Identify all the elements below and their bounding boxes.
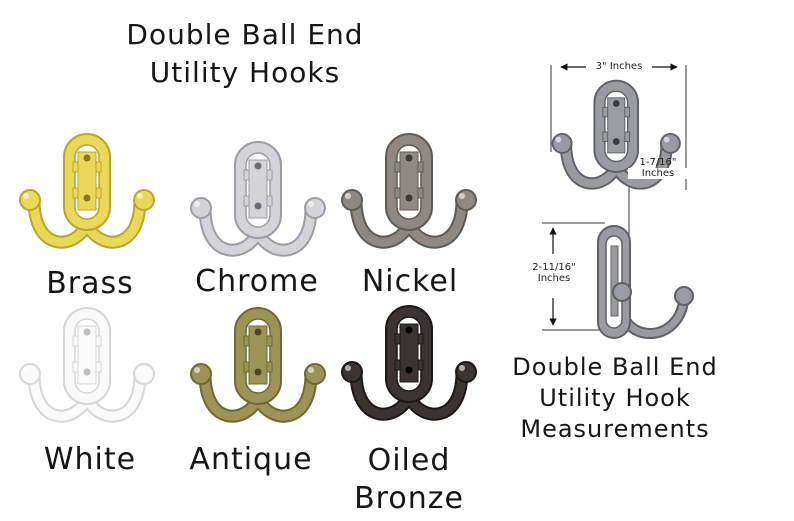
label-oiled-bronze: Oiled Bronze (319, 442, 499, 518)
label-antique: Antique (189, 442, 313, 477)
projection-value: 1-7/16" (639, 157, 677, 168)
ball-highlight (194, 201, 200, 207)
hook-plate-center (77, 151, 97, 211)
screw-hole (405, 326, 413, 334)
hook-drawing (341, 133, 477, 249)
height-dimension: 2-11/16" Inches (518, 262, 590, 284)
hook-plate-center (399, 151, 419, 211)
ball-highlight (459, 365, 465, 371)
label-bronze: Bronze (354, 481, 464, 516)
screw-hole (405, 194, 413, 202)
ball-highlight (23, 367, 29, 373)
antique-hook-image (183, 302, 333, 452)
label-nickel: Nickel (361, 264, 459, 299)
screw-hole (254, 162, 262, 170)
side-ball-far (674, 286, 694, 306)
screw-hole (254, 328, 262, 336)
ball-highlight (137, 193, 143, 199)
measurement-title-line-2: Utility Hook (539, 384, 691, 412)
title-line-1: Double Ball End (126, 18, 364, 51)
hook-drawing (19, 307, 155, 423)
screw-hole (405, 366, 413, 374)
screw-hole (405, 154, 413, 162)
hook-plate-center (607, 97, 626, 154)
hook-drawing (190, 141, 326, 257)
label-brass: Brass (46, 266, 134, 301)
screw-hole (83, 368, 91, 376)
ball-highlight (345, 193, 351, 199)
screw-hole (254, 368, 262, 376)
oiled-bronze-hook-image (334, 300, 484, 450)
ball-highlight (345, 365, 351, 371)
ball-highlight (23, 193, 29, 199)
chrome-hook-image (183, 136, 333, 286)
side-ball-near (612, 282, 632, 302)
nickel-hook-image (334, 128, 484, 278)
page-title: Double Ball End Utility Hooks (95, 16, 395, 92)
height-value: 2-11/16" (532, 262, 576, 273)
white-hook-image (12, 302, 162, 452)
ball-highlight (308, 367, 314, 373)
screw-hole (612, 138, 620, 145)
screw-hole (254, 202, 262, 210)
hook-drawing (341, 305, 477, 421)
hook-drawing (190, 307, 326, 423)
ball-highlight (194, 367, 200, 373)
measurement-title-line-3: Measurements (520, 415, 710, 443)
ball-highlight (663, 136, 670, 143)
ball-highlight (137, 367, 143, 373)
width-dimension: 3" Inches (586, 61, 652, 72)
side-view-hook (597, 225, 694, 339)
ball-end-left (551, 132, 573, 154)
height-unit: Inches (537, 273, 571, 284)
measurement-title-line-1: Double Ball End (512, 353, 718, 381)
front-view-hook (551, 79, 681, 190)
measurement-title: Double Ball End Utility Hook Measurement… (505, 352, 725, 445)
projection-unit: Inches (628, 168, 688, 179)
hook-plate-center (248, 159, 268, 219)
projection-dimension: 1-7/16" Inches (628, 157, 688, 179)
label-oiled: Oiled (367, 443, 451, 478)
label-chrome: Chrome (195, 264, 319, 299)
ball-highlight (555, 136, 562, 143)
hook-drawing (19, 133, 155, 249)
ball-highlight (308, 201, 314, 207)
label-white: White (43, 442, 137, 477)
ball-end-right (659, 132, 681, 154)
hook-plate-center (77, 325, 97, 385)
hook-plate-center (399, 323, 419, 383)
screw-hole (83, 328, 91, 336)
screw-hole (83, 154, 91, 162)
title-line-2: Utility Hooks (149, 56, 341, 89)
side-plate-center (610, 245, 619, 317)
ball-highlight (459, 193, 465, 199)
screw-hole (612, 100, 620, 107)
brass-hook-image (12, 128, 162, 278)
screw-hole (83, 194, 91, 202)
hook-plate-center (248, 325, 268, 385)
